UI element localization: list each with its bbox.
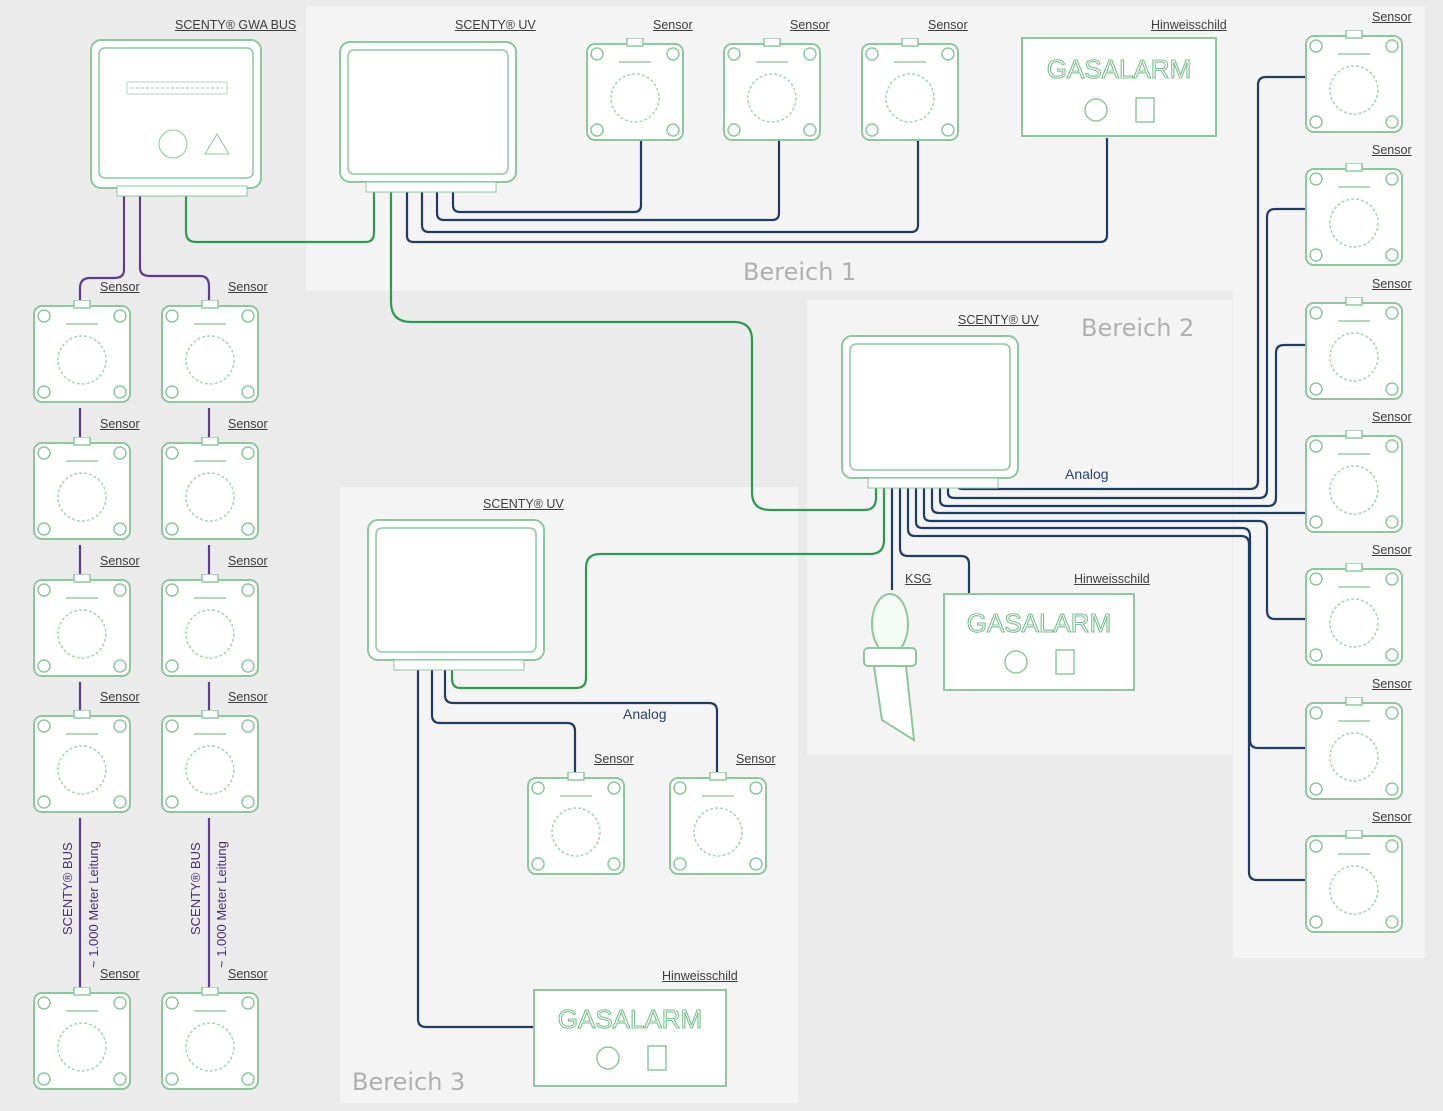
label-sign-1: Hinweisschild	[1151, 18, 1227, 32]
label-uv-1: SCENTY® UV	[455, 18, 536, 32]
sensor-device	[161, 574, 259, 677]
label-analog-3: Analog	[623, 706, 667, 722]
label-sensor: Sensor	[228, 967, 268, 981]
analog-wiring	[405, 75, 1306, 1029]
uv-bus-wiring	[184, 190, 886, 690]
label-sensor: Sensor	[1372, 10, 1412, 24]
label-sensor: Sensor	[228, 690, 268, 704]
gasalarm-sign-1: GASALARM	[1021, 37, 1217, 137]
label-sign-2: Hinweisschild	[1074, 572, 1150, 586]
label-sensor: Sensor	[100, 280, 140, 294]
label-sensor: Sensor	[928, 18, 968, 32]
label-sensor: Sensor	[1372, 677, 1412, 691]
sensor-device	[161, 300, 259, 403]
sensor-device	[861, 38, 959, 141]
label-bus-right: SCENTY® BUS	[188, 842, 203, 935]
gasalarm-sign-3: GASALARM	[533, 989, 727, 1087]
sign-text: GASALARM	[1047, 54, 1192, 84]
label-sensor: Sensor	[594, 752, 634, 766]
sensor-device	[669, 772, 767, 875]
sensor-device	[161, 437, 259, 540]
label-sensor: Sensor	[1372, 143, 1412, 157]
sensor-device	[161, 710, 259, 813]
gwa-bus-controller	[90, 39, 262, 197]
uv-controller-2	[841, 335, 1019, 489]
sensor-device	[1305, 830, 1403, 933]
label-sensor: Sensor	[228, 280, 268, 294]
sensor-device	[161, 987, 259, 1090]
sensor-device	[723, 38, 821, 141]
label-sensor: Sensor	[228, 554, 268, 568]
sensor-device	[33, 437, 131, 540]
label-sign-3: Hinweisschild	[662, 969, 738, 983]
label-sensor: Sensor	[1372, 810, 1412, 824]
label-sensor: Sensor	[736, 752, 776, 766]
sensor-device	[1305, 30, 1403, 133]
svg-text:GASALARM: GASALARM	[558, 1004, 703, 1034]
sensor-device	[33, 710, 131, 813]
label-sensor: Sensor	[100, 417, 140, 431]
label-bus-left: SCENTY® BUS	[60, 842, 75, 935]
label-sensor: Sensor	[1372, 543, 1412, 557]
svg-text:GASALARM: GASALARM	[967, 608, 1112, 638]
uv-controller-1	[339, 41, 517, 193]
label-analog-2: Analog	[1065, 466, 1109, 482]
label-sensor: Sensor	[653, 18, 693, 32]
label-sensor: Sensor	[1372, 410, 1412, 424]
sensor-device	[1305, 563, 1403, 666]
area-label-bereich-1: Bereich 1	[743, 258, 857, 286]
sensor-device	[1305, 430, 1403, 533]
label-cable-left: ~ 1.000 Meter Leitung	[86, 841, 101, 968]
label-sensor: Sensor	[790, 18, 830, 32]
sensor-device	[33, 300, 131, 403]
label-cable-right: ~ 1.000 Meter Leitung	[214, 841, 229, 968]
label-ksg: KSG	[905, 572, 932, 586]
label-uv-2: SCENTY® UV	[958, 313, 1039, 327]
label-sensor: Sensor	[228, 417, 268, 431]
sensor-device	[1305, 163, 1403, 266]
label-sensor: Sensor	[100, 690, 140, 704]
label-sensor: Sensor	[100, 554, 140, 568]
label-sensor: Sensor	[1372, 277, 1412, 291]
sensor-device	[33, 987, 131, 1090]
sensor-device	[33, 574, 131, 677]
label-sensor: Sensor	[100, 967, 140, 981]
ksg-beacon	[863, 593, 917, 742]
sensor-device	[1305, 297, 1403, 400]
sensor-device	[586, 38, 684, 141]
sensor-device	[527, 772, 625, 875]
label-gwa-bus: SCENTY® GWA BUS	[175, 18, 297, 32]
uv-controller-3	[367, 519, 545, 671]
sensor-device	[1305, 697, 1403, 800]
label-uv-3: SCENTY® UV	[483, 497, 564, 511]
area-label-bereich-2: Bereich 2	[1081, 314, 1195, 342]
area-label-bereich-3: Bereich 3	[352, 1068, 466, 1096]
gasalarm-sign-2: GASALARM	[943, 593, 1135, 691]
